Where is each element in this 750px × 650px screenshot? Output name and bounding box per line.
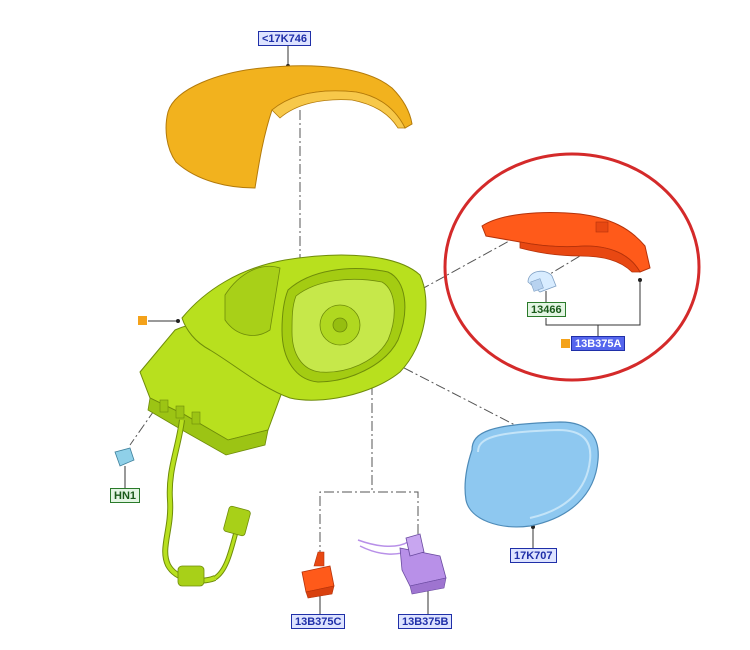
harness-connectors [177,505,251,587]
mirror-glass [464,421,599,528]
callout-lamp-b: 13B375B [398,614,453,629]
hn1-leader-line [129,394,166,446]
callout-bulb: 13466 [527,302,566,317]
highlight-circle [443,152,701,382]
hn1-clip [114,447,135,467]
callout-harness-connector: HN1 [110,488,141,503]
lamp-b [357,533,447,595]
mirror-housing [139,254,427,456]
bulb [527,270,557,293]
mirror-cap [165,65,413,189]
side-lamp-assembly [481,212,651,273]
lamp-c [301,551,335,599]
housing-marker [138,316,147,325]
callout-lamp-c: 13B375C [291,614,346,629]
lamp-assembly-marker [561,339,570,348]
callout-cap: <17K746 [258,31,311,46]
lower-branch-leader [319,491,419,560]
lamp-leader-line [419,234,521,291]
callout-lamp-assembly: 13B375A [571,336,626,351]
callout-glass: 17K707 [510,548,557,563]
